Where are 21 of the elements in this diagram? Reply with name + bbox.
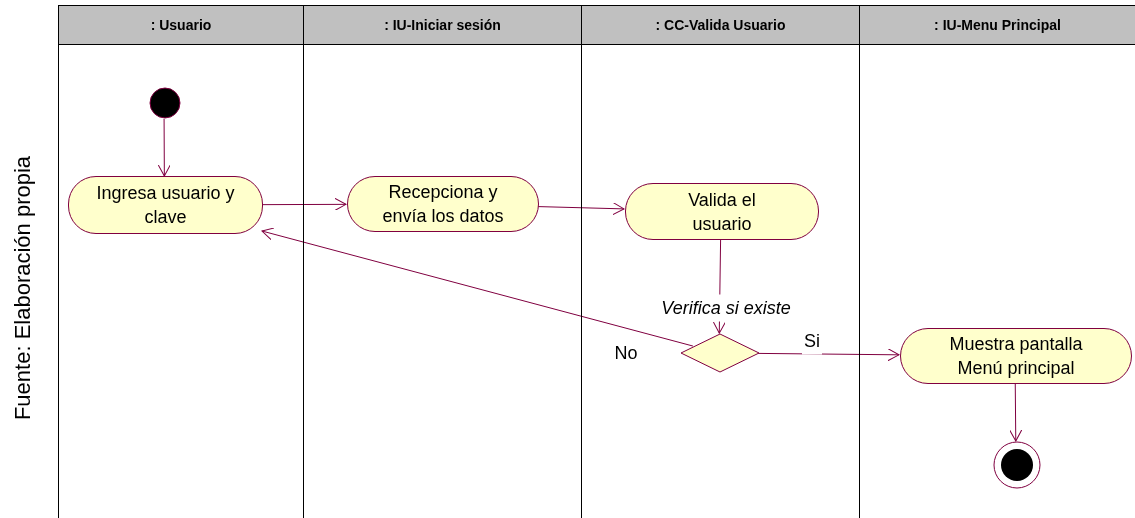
arrow	[537, 202, 625, 216]
swimlane	[58, 5, 303, 518]
swimlane	[859, 5, 1135, 518]
activity-box: Muestra pantalla Menú principal	[900, 328, 1132, 384]
decision-diamond	[680, 333, 760, 373]
arrow	[261, 197, 347, 211]
lane-header: : Usuario	[59, 5, 303, 45]
lane-header: : IU-Iniciar sesión	[304, 5, 581, 45]
final-node	[993, 441, 1041, 489]
edge-label: Verifica si existe	[659, 294, 793, 322]
activity-box: Valida el usuario	[625, 183, 819, 240]
swimlane	[303, 5, 581, 518]
arrow	[261, 227, 694, 347]
source-note: Fuente: Elaboración propia	[8, 155, 36, 421]
arrow	[1009, 383, 1023, 442]
lane-header: : IU-Menu Principal	[860, 5, 1135, 45]
lane-header: : CC-Valida Usuario	[582, 5, 859, 45]
activity-box: Recepciona y envía los datos	[347, 176, 539, 232]
activity-box: Ingresa usuario y clave	[68, 176, 263, 234]
arrow	[157, 118, 171, 177]
initial-node	[149, 87, 181, 119]
